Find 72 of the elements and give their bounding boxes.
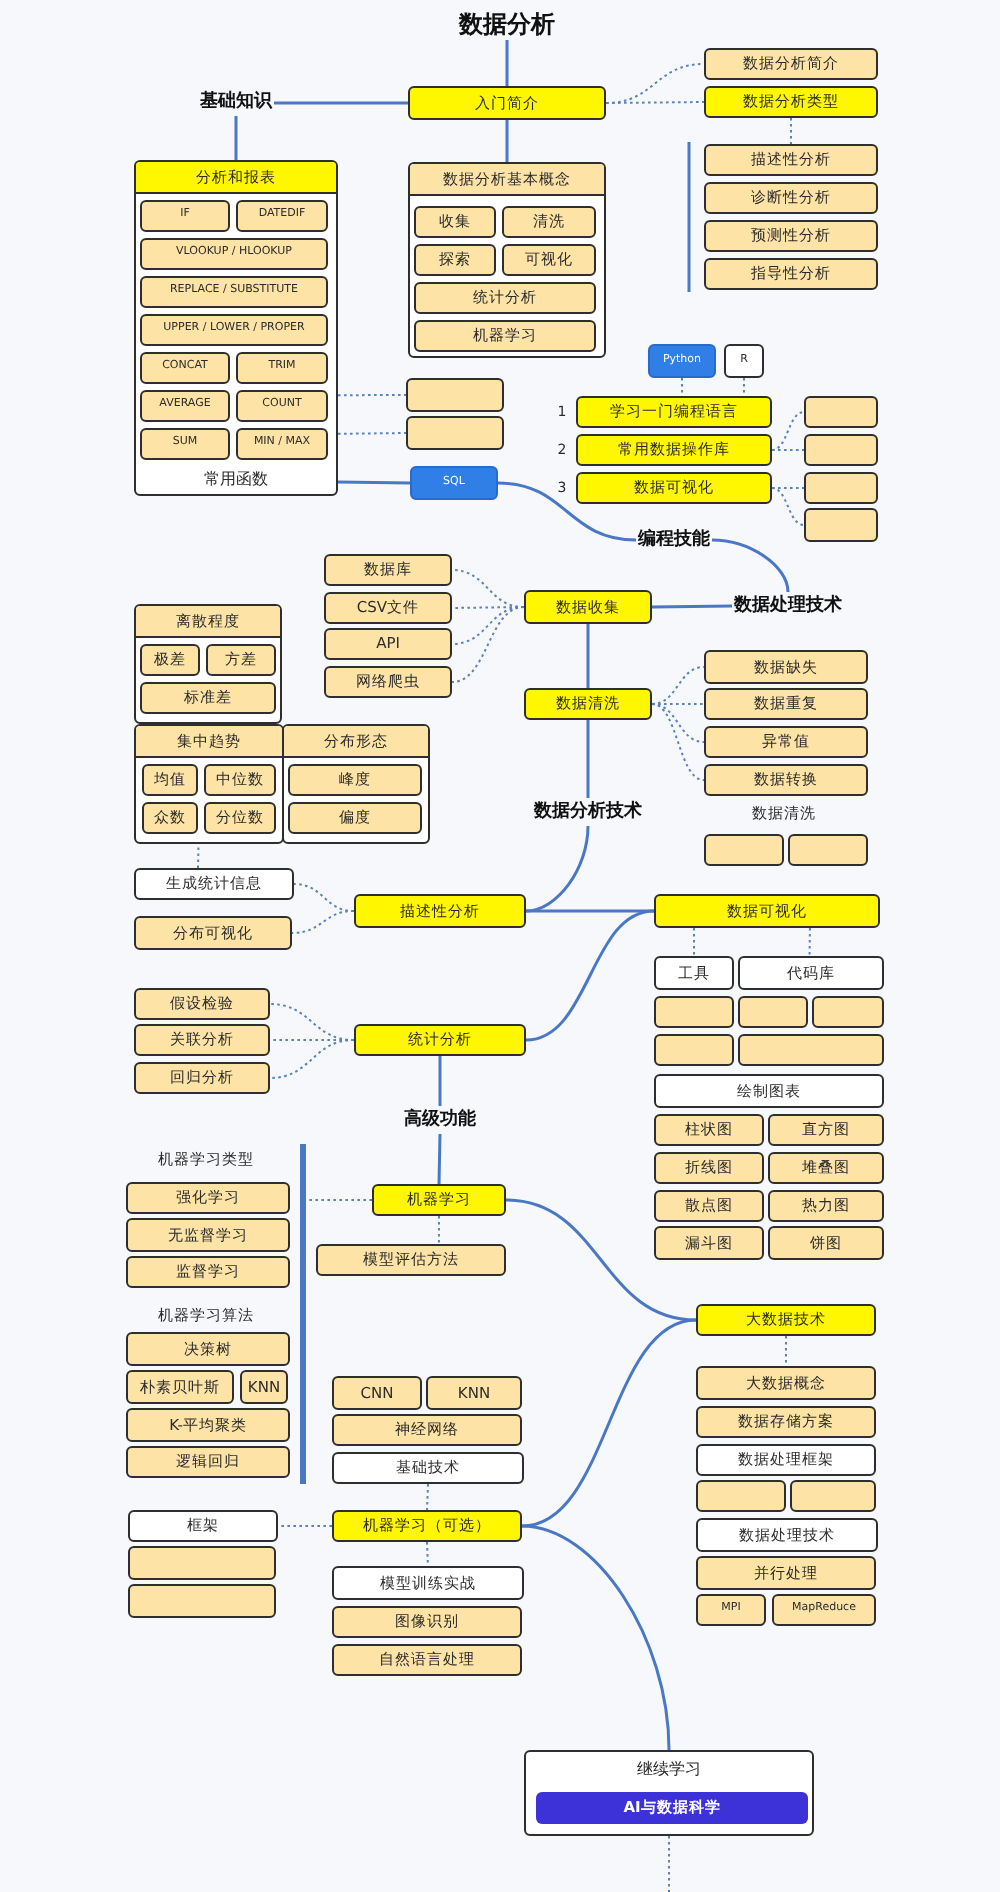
empty-box	[804, 396, 878, 428]
connector-line	[521, 1318, 697, 1528]
dotted-connector	[668, 1835, 670, 1892]
dotted-connector	[771, 449, 805, 451]
empty-box	[788, 834, 868, 866]
empty-box	[812, 996, 884, 1028]
empty-box	[654, 996, 734, 1028]
bracket-bar	[300, 1144, 306, 1484]
empty-box	[128, 1584, 276, 1618]
dotted-connector	[808, 927, 811, 957]
group-footer: 常用函数	[136, 472, 336, 488]
empty-box	[804, 508, 878, 542]
dotted-connector	[742, 377, 745, 397]
group-box	[134, 604, 282, 724]
dotted-connector	[771, 411, 805, 451]
dotted-connector	[651, 703, 705, 781]
dotted-connector	[337, 394, 407, 397]
dotted-connector	[451, 606, 525, 683]
empty-box	[738, 996, 808, 1028]
dotted-connector	[790, 117, 792, 145]
empty-box	[804, 472, 878, 504]
dotted-connector	[337, 432, 407, 435]
dotted-connector	[771, 487, 805, 526]
group-box	[134, 160, 338, 496]
connector-line	[525, 909, 655, 1042]
connector-line	[521, 1524, 671, 1751]
branch-heading: 高级功能	[402, 1106, 478, 1134]
dotted-connector	[693, 927, 695, 957]
empty-box	[804, 434, 878, 466]
dotted-connector	[197, 843, 200, 869]
branch-heading: 数据处理技术	[732, 592, 844, 620]
connector-line	[586, 624, 590, 688]
connector-line	[437, 1133, 442, 1185]
connector-line	[711, 538, 790, 593]
empty-box	[790, 1480, 876, 1512]
dotted-connector	[291, 910, 355, 934]
dotted-connector	[437, 1215, 440, 1245]
dotted-connector	[277, 1525, 333, 1527]
empty-box	[704, 834, 784, 866]
group-box	[524, 1750, 814, 1836]
connector-line	[505, 1198, 697, 1322]
connector-line	[274, 101, 408, 105]
connector-line	[505, 120, 509, 162]
branch-heading: 数据分析技术	[532, 798, 644, 826]
dotted-connector	[426, 1483, 429, 1511]
connector-line	[234, 116, 238, 160]
connector-line	[337, 480, 411, 485]
branch-heading: 基础知识	[198, 90, 274, 116]
group-box	[134, 724, 284, 844]
dotted-connector	[269, 1039, 355, 1079]
empty-box	[654, 1034, 734, 1066]
title-text: 数据分析	[458, 8, 556, 40]
connector-line	[651, 604, 733, 609]
connector-line	[505, 40, 509, 86]
empty-box	[738, 1034, 884, 1066]
dotted-connector	[681, 377, 684, 397]
dotted-connector	[305, 1199, 373, 1202]
branch-heading: 编程技能	[636, 526, 712, 554]
connector-line	[586, 720, 590, 798]
group-title: 继续学习	[635, 1762, 703, 1778]
dotted-connector	[785, 1335, 787, 1367]
empty-box	[406, 378, 504, 412]
empty-box	[406, 416, 504, 450]
empty-box	[696, 1480, 786, 1512]
empty-box	[128, 1546, 276, 1580]
connector-line	[438, 1056, 442, 1106]
dotted-connector	[426, 1541, 429, 1567]
group-box	[408, 162, 606, 358]
group-box	[282, 724, 430, 844]
dotted-connector	[605, 101, 705, 104]
connector-line	[525, 825, 590, 913]
connector-line	[497, 481, 637, 542]
